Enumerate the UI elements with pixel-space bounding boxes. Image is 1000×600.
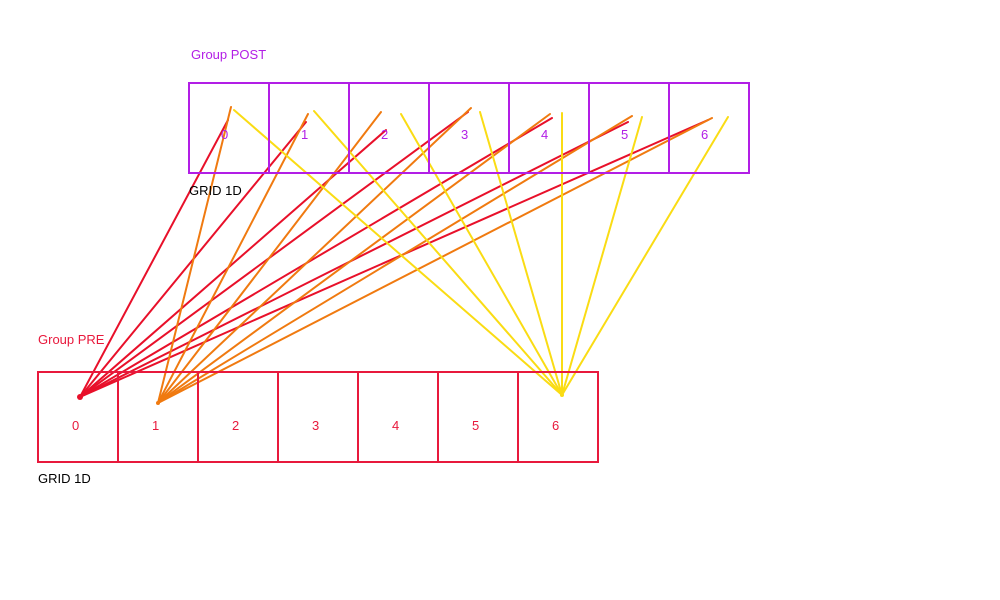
pre-cell-label-2: 2 [232, 418, 239, 433]
post-cell-label-1: 1 [301, 127, 308, 142]
post-group-label: Group POST [191, 47, 267, 62]
post-cell-label-5: 5 [621, 127, 628, 142]
connection-pre-0-to-post-0 [79, 119, 229, 398]
connection-lines [77, 106, 729, 405]
connection-pre-6-to-post-5 [561, 116, 643, 396]
pre-cell-label-5: 5 [472, 418, 479, 433]
post-cell-6 [668, 82, 750, 174]
connection-pre-6-to-post-2 [400, 113, 563, 396]
connection-pre-0-to-post-2 [79, 129, 387, 398]
connection-origin-pre-6 [560, 393, 564, 397]
pre-cell-6 [517, 371, 599, 463]
pre-grid-label: GRID 1D [38, 471, 91, 486]
connection-pre-1-to-post-1 [157, 113, 309, 404]
connection-origin-pre-1 [156, 401, 160, 405]
pre-cell-5 [437, 371, 519, 463]
pre-cell-3 [277, 371, 359, 463]
post-cell-4 [508, 82, 590, 174]
post-cell-label-4: 4 [541, 127, 548, 142]
connection-origin-pre-0 [77, 394, 83, 400]
connection-pre-1-to-post-2 [157, 111, 382, 404]
connection-pre-1-to-post-4 [157, 113, 551, 404]
post-cell-1 [268, 82, 350, 174]
connection-pre-1-to-post-3 [157, 107, 472, 404]
pre-group-label: Group PRE [38, 332, 105, 347]
pre-cell-label-3: 3 [312, 418, 319, 433]
pre-cell-label-0: 0 [72, 418, 79, 433]
connection-pre-0-to-post-3 [79, 111, 469, 398]
connection-pre-6-to-post-3 [479, 111, 563, 396]
pre-cell-label-1: 1 [152, 418, 159, 433]
connection-pre-6-to-post-1 [313, 110, 563, 396]
post-cell-3 [428, 82, 510, 174]
post-grid-label: GRID 1D [189, 183, 242, 198]
connection-pre-0-to-post-4 [79, 117, 553, 398]
pre-cell-label-6: 6 [552, 418, 559, 433]
post-cell-label-2: 2 [381, 127, 388, 142]
connection-pre-1-to-post-6 [157, 117, 713, 404]
pre-cell-label-4: 4 [392, 418, 399, 433]
post-cell-0 [188, 82, 270, 174]
post-cell-label-3: 3 [461, 127, 468, 142]
post-cell-label-6: 6 [701, 127, 708, 142]
connection-pre-6-to-post-6 [561, 116, 729, 396]
connection-pre-0-to-post-6 [79, 119, 709, 398]
pre-cell-2 [197, 371, 279, 463]
pre-cell-4 [357, 371, 439, 463]
post-grid: 0 1 2 3 4 5 6 [188, 82, 750, 174]
connection-pre-1-to-post-0 [157, 106, 232, 404]
pre-grid: 0 1 2 3 4 5 6 [37, 371, 599, 463]
connection-pre-6-to-post-0 [233, 109, 563, 396]
connection-pre-1-to-post-5 [157, 115, 633, 404]
post-cell-label-0: 0 [221, 127, 228, 142]
